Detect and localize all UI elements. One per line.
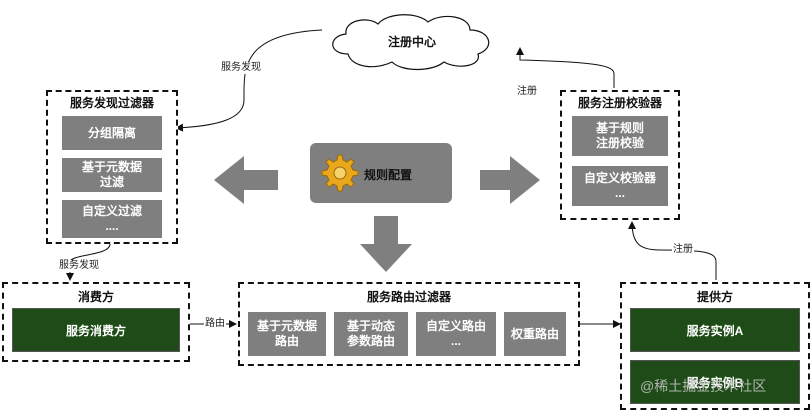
edge-registry-to-discovery [175, 29, 323, 132]
big-arrow-right [480, 156, 540, 204]
discovery-filter-title: 服务发现过滤器 [69, 96, 154, 110]
watermark: @稀土掘金技术社区 [640, 378, 767, 394]
edge-label-register-top: 注册 [516, 86, 538, 98]
registry-cloud [332, 14, 490, 71]
rule-config-label: 规则配置 [364, 168, 413, 182]
validator-item-rule-check: 基于规则 注册校验 [572, 116, 668, 156]
big-arrow-down [360, 216, 412, 272]
router-item-dynamic-params: 基于动态 参数路由 [334, 312, 408, 356]
route-filter: 服务路由过滤器 基于元数据 路由 基于动态 参数路由 自定义路由 ... 权重路… [238, 282, 580, 366]
validator-item-custom: 自定义校验器 ... [572, 166, 668, 206]
edge-provider-to-validator [628, 221, 717, 280]
provider-instance-b: 服务实例B [630, 360, 800, 404]
edge-label-discovery-top: 服务发现 [220, 62, 262, 74]
registration-validator: 服务注册校验器 基于规则 注册校验 自定义校验器 ... [560, 90, 680, 220]
consumer-title: 消费方 [77, 290, 114, 304]
edge-validator-to-registry [516, 47, 615, 88]
provider-instance-a: 服务实例A [630, 308, 800, 352]
router-item-custom: 自定义路由 ... [416, 312, 496, 356]
registry-label: 注册中心 [387, 35, 436, 49]
edge-label-routing: 路由 [204, 318, 226, 330]
edge-label-discovery-bottom: 服务发现 [58, 260, 100, 272]
provider: 提供方 服务实例A 服务实例B [620, 282, 810, 410]
discovery-item-group-isolation: 分组隔离 [62, 116, 162, 150]
consumer: 消费方 服务消费方 [2, 282, 190, 362]
router-item-weight: 权重路由 [504, 312, 566, 356]
edge-label-register-bottom: 注册 [672, 244, 694, 256]
gear-icon [321, 154, 359, 192]
discovery-item-metadata-filter: 基于元数据 过滤 [62, 158, 162, 192]
router-title: 服务路由过滤器 [366, 290, 451, 304]
discovery-filter: 服务发现过滤器 分组隔离 基于元数据 过滤 自定义过滤 .... [46, 90, 178, 244]
router-item-metadata: 基于元数据 路由 [248, 312, 326, 356]
consumer-service: 服务消费方 [12, 308, 180, 352]
validator-title: 服务注册校验器 [577, 96, 662, 110]
discovery-item-custom-filter: 自定义过滤 .... [62, 200, 162, 238]
provider-title: 提供方 [696, 290, 733, 304]
big-arrow-left [214, 156, 278, 204]
